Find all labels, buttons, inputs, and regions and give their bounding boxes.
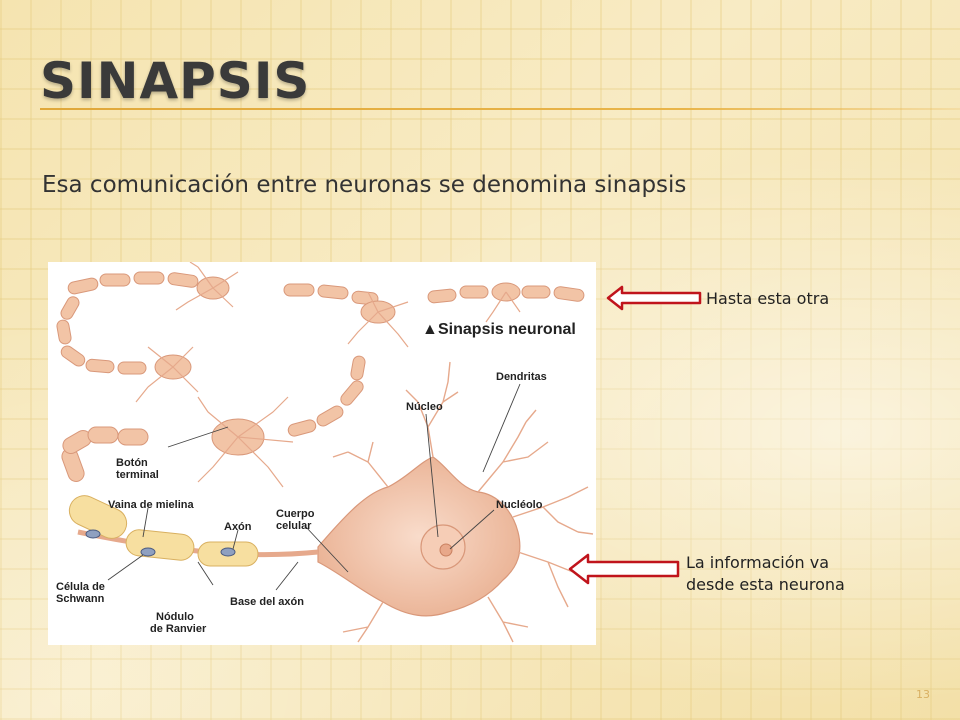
schwann-nuclei — [85, 529, 236, 557]
page-number: 13 — [916, 688, 930, 701]
callout-bottom: La información va desde esta neurona — [686, 552, 845, 596]
label-nucleolo: Nucléolo — [496, 499, 543, 511]
slide-subtitle: Esa comunicación entre neuronas se denom… — [42, 172, 687, 198]
callout-top: Hasta esta otra — [706, 289, 830, 308]
neuron-diagram: ▲ Sinapsis neuronal Dendritas Núcleo Nuc… — [56, 262, 594, 643]
callout-bottom-line2: desde esta neurona — [686, 575, 845, 594]
figure-caption: Sinapsis neuronal — [438, 321, 576, 338]
label-vaina: Vaina de mielina — [108, 499, 194, 511]
upper-neurons — [154, 276, 521, 456]
callout-bottom-line1: La información va — [686, 553, 830, 572]
leader-lines — [107, 383, 521, 591]
left-arrow-icon — [568, 553, 680, 585]
label-cuerpo-2: celular — [276, 520, 312, 532]
label-celula-1: Célula de — [56, 581, 105, 593]
middle-axon-chain — [287, 355, 366, 437]
large-dendrites — [332, 361, 594, 643]
label-boton-1: Botón — [116, 457, 148, 469]
label-cuerpo-1: Cuerpo — [276, 508, 315, 520]
label-nucleo: Núcleo — [406, 401, 443, 413]
label-nodulo-1: Nódulo — [156, 611, 194, 623]
label-nodulo-2: de Ranvier — [150, 623, 207, 635]
label-celula-2: Schwann — [56, 593, 105, 605]
nucleolus — [439, 543, 453, 557]
label-boton-2: terminal — [116, 469, 159, 481]
slide-title: Sinapsis — [40, 52, 311, 110]
left-arrow-icon — [606, 285, 702, 311]
top-axon-chain — [56, 271, 585, 375]
label-base-axon: Base del axón — [230, 596, 304, 608]
synapse-illustration: ▲ Sinapsis neuronal Dendritas Núcleo Nuc… — [48, 262, 596, 645]
upper-dendrites — [135, 262, 521, 488]
cell-body — [317, 456, 521, 617]
left-axon-chain — [61, 426, 149, 482]
figure-caption-marker: ▲ — [422, 321, 438, 338]
label-axon: Axón — [224, 521, 252, 533]
label-dendritas: Dendritas — [496, 371, 547, 383]
title-underline — [40, 108, 960, 110]
